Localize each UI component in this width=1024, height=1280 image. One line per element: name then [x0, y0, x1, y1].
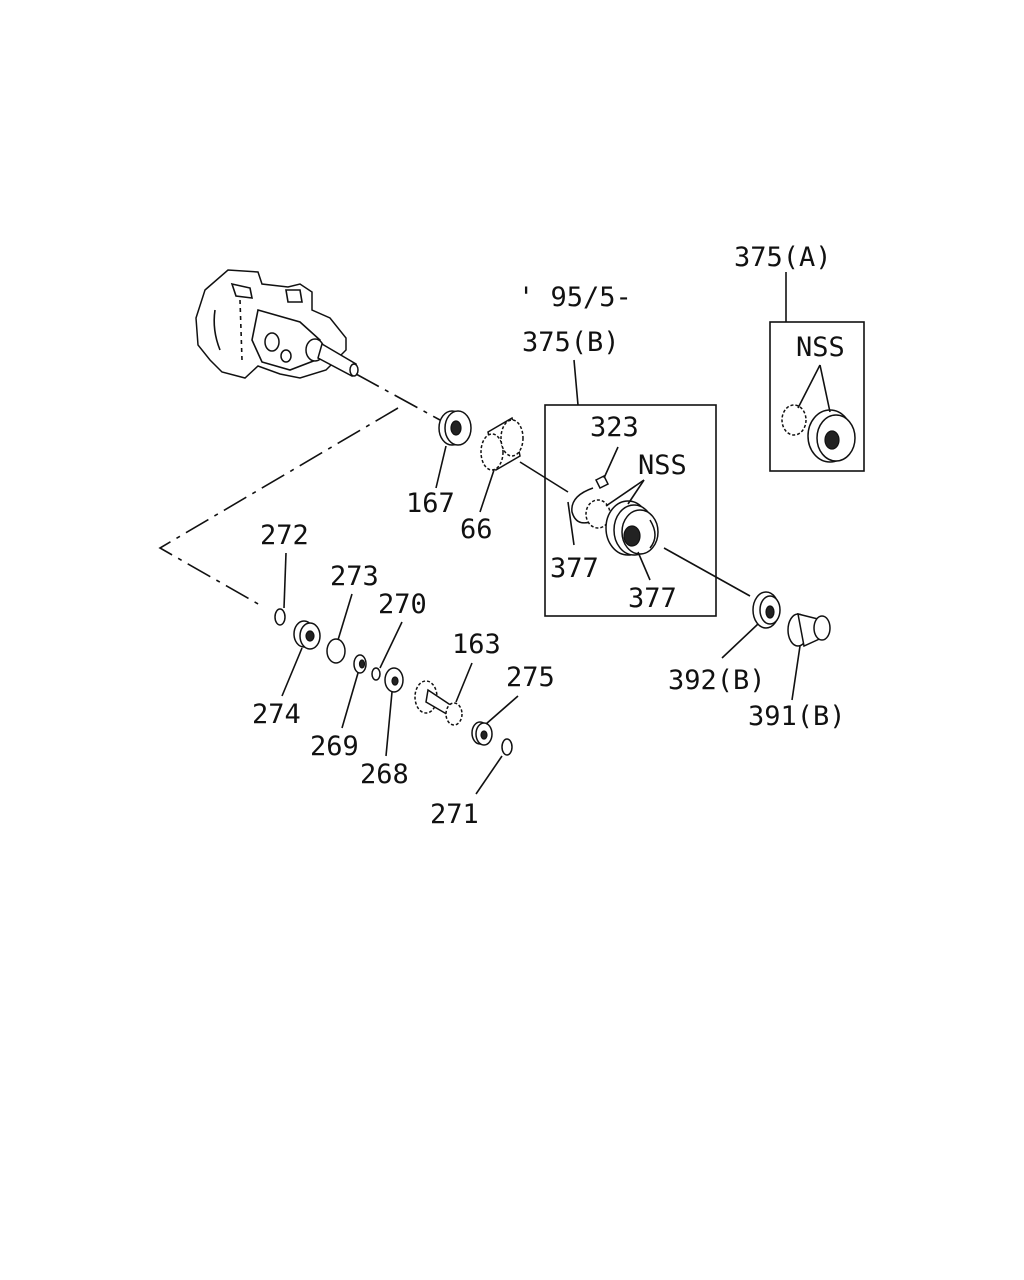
label-272: 272 [260, 520, 309, 551]
date-note: ' 95/5- [518, 282, 632, 313]
label-375a: 375(A) [734, 242, 832, 273]
part-66-bearing [480, 416, 524, 472]
label-274: 274 [252, 699, 301, 730]
label-66: 66 [460, 514, 493, 545]
part-167-seal [438, 410, 472, 446]
label-167: 167 [406, 488, 455, 519]
axis-line-return [158, 407, 399, 606]
label-323: 323 [590, 412, 639, 443]
kit-box-375a [769, 321, 865, 472]
label-377-left: 377 [550, 553, 599, 584]
label-271: 271 [430, 799, 479, 830]
axis-line-upper [355, 373, 441, 421]
part-392b-ring [752, 591, 781, 629]
synchro-assembly-375a [781, 404, 856, 463]
part-268-washer [384, 667, 404, 693]
part-163-gear-shaft [414, 680, 463, 726]
label-275: 275 [506, 662, 555, 693]
upper-shaft-parts [438, 321, 865, 648]
transmission-housing [195, 269, 359, 379]
label-391b: 391(B) [748, 701, 846, 732]
leader-lines [281, 272, 831, 795]
nss-label-375b: NSS [638, 450, 687, 481]
part-269-bearing [353, 654, 367, 674]
lower-shaft-parts [274, 608, 513, 756]
label-273: 273 [330, 561, 379, 592]
part-270-washer [371, 667, 381, 681]
label-392b: 392(B) [668, 665, 766, 696]
part-275-bearing [471, 721, 493, 746]
label-375b: 375(B) [522, 327, 620, 358]
part-274-bearing [293, 620, 321, 650]
label-377-right: 377 [628, 583, 677, 614]
part-377-snap-ring-right [649, 519, 656, 549]
synchro-assembly-375b [585, 499, 659, 556]
label-163: 163 [452, 629, 501, 660]
part-273-snap-ring [326, 638, 346, 664]
label-270: 270 [378, 589, 427, 620]
label-268: 268 [360, 759, 409, 790]
kit-box-375b [544, 404, 717, 617]
part-272-ring [274, 608, 286, 626]
label-269: 269 [310, 731, 359, 762]
part-323-key [594, 474, 610, 490]
part-391b-ring [787, 612, 831, 648]
nss-label-375a: NSS [796, 332, 845, 363]
part-271-ring [501, 738, 513, 756]
